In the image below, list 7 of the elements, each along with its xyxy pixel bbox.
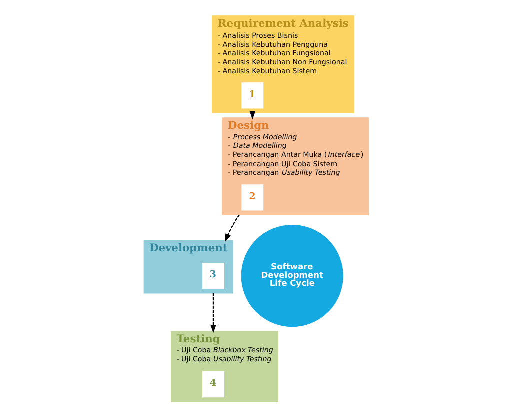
node-box: 3 — [202, 262, 224, 290]
arrow — [210, 294, 216, 334]
node-box: 1 — [241, 82, 264, 109]
node-box: 2 — [241, 184, 264, 211]
node-box: 4 — [202, 372, 224, 398]
node-circle: Software Development Life Cycle — [240, 224, 343, 328]
arrow — [224, 214, 240, 242]
